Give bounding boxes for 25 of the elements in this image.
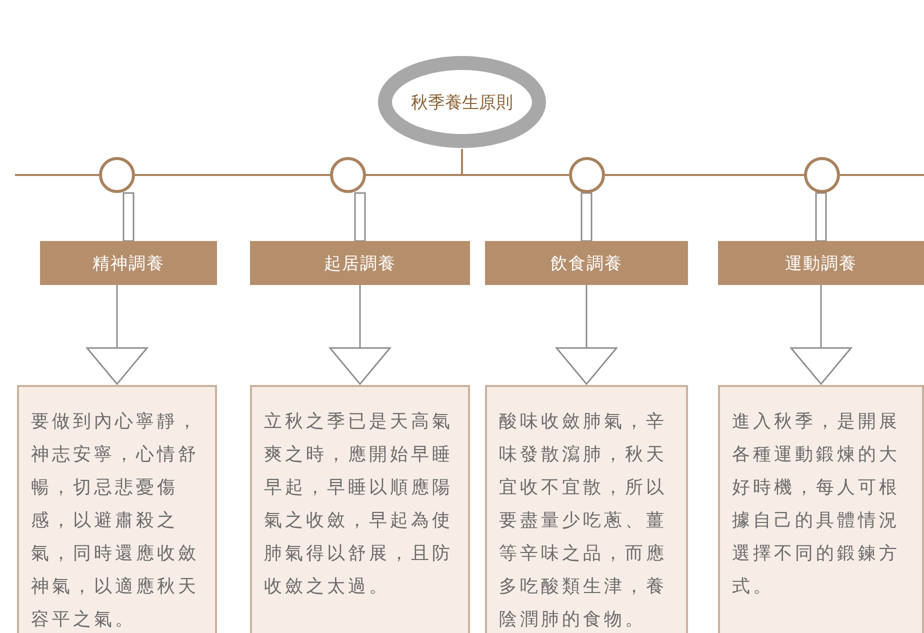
double-line (354, 192, 366, 242)
text-box: 酸味收斂肺氣，辛味發散瀉肺，秋天宜收不宜散，所以要盡量少吃蔥、薑等辛味之品，而應多吃酸類生津，養陰潤肺的食物。 (485, 385, 688, 633)
category-band: 精神調養 (40, 241, 217, 285)
circle-marker (569, 157, 605, 193)
circle-marker (330, 157, 366, 193)
hollow-arrow (329, 285, 391, 385)
text-box: 立秋之季已是天高氣爽之時，應開始早睡早起，早睡以順應陽氣之收斂，早起為使肺氣得以舒展，且防收斂之太過。 (250, 385, 470, 633)
hollow-arrow (86, 285, 148, 385)
category-band: 起居調養 (250, 241, 470, 285)
title-text: 秋季養生原則 (411, 92, 513, 114)
double-line (122, 192, 134, 242)
text-box: 要做到內心寧靜，神志安寧，心情舒暢，切忌悲憂傷感，以避肅殺之氣，同時還應收斂神氣，以適應秋天容平之氣。 (17, 385, 217, 633)
category-band: 飲食調養 (485, 241, 688, 285)
connector-line (135, 174, 330, 176)
hollow-arrow (790, 285, 852, 385)
hollow-arrow (556, 285, 618, 385)
text-box: 進入秋季，是開展各種運動鍛煉的大好時機，每人可根據自己的具體情況選擇不同的鍛鍊方式。 (718, 385, 924, 633)
connector-line (605, 174, 804, 176)
circle-marker (99, 157, 135, 193)
double-line (580, 192, 592, 242)
connector-line (461, 149, 569, 176)
double-line (815, 192, 827, 242)
category-band: 運動調養 (718, 241, 924, 285)
circle-marker (804, 157, 840, 193)
title-ellipse (377, 55, 547, 149)
